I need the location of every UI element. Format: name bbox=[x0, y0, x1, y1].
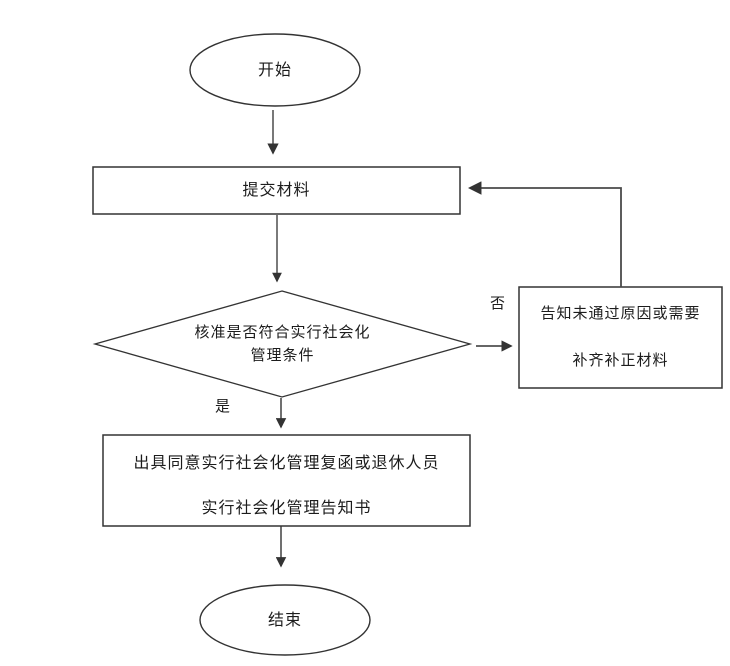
issue-node-label-line1: 出具同意实行社会化管理复函或退休人员 bbox=[133, 455, 440, 472]
start-node-label: 开始 bbox=[257, 62, 292, 79]
submit-node-rect bbox=[92, 166, 461, 215]
yes-branch-label: 是 bbox=[214, 399, 231, 415]
submit-node-label: 提交材料 bbox=[242, 182, 311, 199]
end-node-label: 结束 bbox=[267, 612, 302, 629]
arrow-notify-to-submit-feedback bbox=[467, 181, 622, 287]
notify-node-label-line2: 补齐补正材料 bbox=[572, 353, 669, 369]
start-node-ellipse bbox=[189, 33, 361, 107]
end-node-ellipse bbox=[199, 584, 371, 656]
notify-node-label-line1: 告知未通过原因或需要 bbox=[540, 306, 701, 322]
notify-node-rect bbox=[518, 286, 723, 389]
issue-node-label-line2: 实行社会化管理告知书 bbox=[201, 500, 372, 517]
no-branch-label: 否 bbox=[489, 296, 506, 312]
decision-node-label-line1: 核准是否符合实行社会化 bbox=[194, 325, 371, 341]
decision-node-diamond bbox=[92, 290, 473, 398]
decision-node-label-line2: 管理条件 bbox=[250, 348, 315, 364]
issue-node-rect bbox=[102, 434, 471, 527]
